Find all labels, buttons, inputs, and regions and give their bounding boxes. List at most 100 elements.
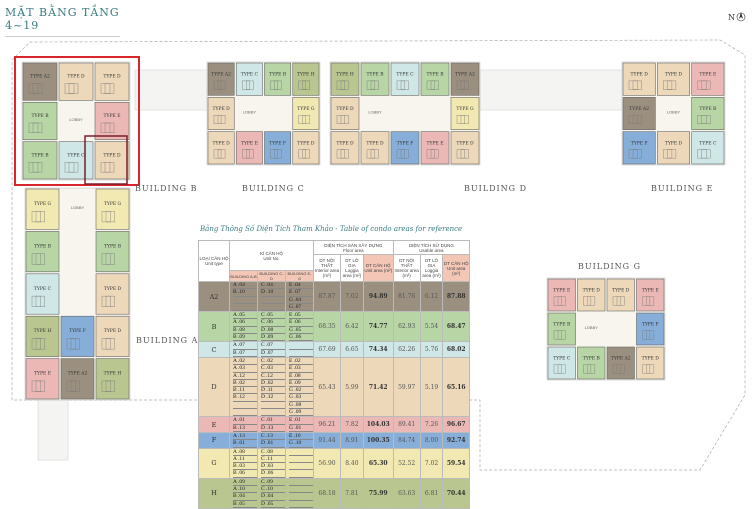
unit-type-h: TYPE H xyxy=(25,315,60,357)
unit-no: D .05 xyxy=(261,501,285,508)
unit-type-cell: D xyxy=(198,356,230,418)
usable-unit-area: 96.67 xyxy=(442,416,470,433)
unit-type-d: TYPE D xyxy=(577,278,606,312)
svg-text:TYPE D: TYPE D xyxy=(67,74,85,80)
interior-area: 91.44 xyxy=(313,431,341,449)
unit-no xyxy=(289,486,313,494)
usable-unit-area: 70.44 xyxy=(442,477,470,509)
usable-unit-area: 68.02 xyxy=(442,341,470,358)
usable-interior-area: 63.63 xyxy=(392,477,421,509)
unit-no: B .05 xyxy=(233,501,257,508)
header-loggia-usable: DT LÔ GIA Loggia area (m²) xyxy=(419,254,444,282)
unit-type-f: TYPE F xyxy=(390,131,420,165)
loggia-area: 7.81 xyxy=(340,477,364,509)
unit-type-h: TYPE H xyxy=(330,62,360,96)
svg-text:TYPE D: TYPE D xyxy=(366,140,384,146)
unit-type-b: TYPE B xyxy=(22,141,58,180)
unit-type-e: TYPE E xyxy=(235,131,263,165)
svg-text:TYPE D: TYPE D xyxy=(631,72,649,78)
unit-type-c: TYPE C xyxy=(25,273,60,315)
unit-no: B .03 xyxy=(233,463,257,471)
unit-area: 71.42 xyxy=(362,356,394,418)
unit-no: D .11 xyxy=(261,387,285,395)
unit-no: C .09 xyxy=(261,479,285,487)
unit-type-f: TYPE F xyxy=(264,131,292,165)
lobby-label: LOBBY xyxy=(243,110,257,115)
unit-no: C .02 xyxy=(261,358,285,366)
unit-type-g: TYPE G xyxy=(450,97,480,130)
unit-type-a2: TYPE A2 xyxy=(60,358,95,400)
building-c-label: BUILDING C xyxy=(242,184,305,193)
unit-no-cell-eg xyxy=(285,477,314,509)
unit-no xyxy=(261,409,285,417)
lobby-label: LOBBY xyxy=(585,325,599,330)
unit-type-d: TYPE D xyxy=(292,131,320,165)
header-interior-usable: DT NỘI THẤT Interior area (m²) xyxy=(392,254,421,282)
unit-type-e: TYPE E xyxy=(25,358,60,400)
unit-no: D .12 xyxy=(261,394,285,402)
unit-type-d: TYPE D xyxy=(360,131,390,165)
interior-area: 87.87 xyxy=(313,280,341,313)
unit-no xyxy=(233,304,257,312)
usable-interior-area: 52.52 xyxy=(392,447,421,479)
unit-area: 100.35 xyxy=(362,431,394,449)
unit-no: B .06 xyxy=(233,470,257,478)
unit-no: A .03 xyxy=(233,365,257,373)
unit-no: D .07 xyxy=(261,350,285,357)
usable-loggia-area: 8.00 xyxy=(419,431,444,449)
building-b-label: BUILDING B xyxy=(135,184,198,193)
unit-type-f: TYPE F xyxy=(60,315,95,357)
unit-type-c: TYPE C xyxy=(547,346,576,380)
unit-no: A .09 xyxy=(233,479,257,487)
svg-text:TYPE A2: TYPE A2 xyxy=(455,72,475,78)
svg-text:TYPE D: TYPE D xyxy=(297,140,315,146)
unit-no-cell-eg xyxy=(285,341,314,358)
header-building-ab: BUILDING A-B xyxy=(229,270,258,282)
north-arrow-icon xyxy=(736,12,746,22)
unit-type-b: TYPE B xyxy=(95,231,130,273)
header-interior: DT NỘI THẤT Interior area (m²) xyxy=(313,254,341,282)
unit-type-b: TYPE B xyxy=(691,97,725,130)
usable-unit-area: 87.88 xyxy=(442,280,470,313)
unit-no: G .06 xyxy=(289,334,313,342)
svg-text:TYPE H: TYPE H xyxy=(336,72,354,78)
unit-no: A .10 xyxy=(233,486,257,494)
unit-no: A .02 xyxy=(233,358,257,366)
svg-text:TYPE D: TYPE D xyxy=(212,106,230,112)
unit-type-b: TYPE B xyxy=(25,231,60,273)
svg-text:TYPE D: TYPE D xyxy=(612,288,630,294)
unit-type-e: TYPE E xyxy=(691,62,725,96)
interior-area: 96.21 xyxy=(313,416,341,433)
usable-loggia-area: 7.26 xyxy=(419,416,444,433)
unit-area: 74.77 xyxy=(362,311,394,343)
unit-no: G .08 xyxy=(289,402,313,410)
unit-type-d: TYPE D xyxy=(657,62,690,96)
north-label: N xyxy=(728,13,735,22)
unit-no: B .12 xyxy=(233,394,257,402)
usable-unit-area: 59.54 xyxy=(442,447,470,479)
walkway-a xyxy=(37,399,69,461)
svg-text:TYPE D: TYPE D xyxy=(583,288,601,294)
building-g-label: BUILDING G xyxy=(578,262,641,271)
unit-no: C .01 xyxy=(261,417,285,425)
svg-text:TYPE A2: TYPE A2 xyxy=(611,356,631,362)
unit-type-a2: TYPE A2 xyxy=(450,62,480,96)
svg-text:TYPE B: TYPE B xyxy=(104,243,122,249)
loggia-area: 5.99 xyxy=(340,356,364,418)
unit-type-a2: TYPE A2 xyxy=(207,62,235,96)
unit-type-g: TYPE G xyxy=(95,188,130,230)
unit-type-d: TYPE D xyxy=(94,141,130,180)
unit-type-a2: TYPE A2 xyxy=(606,346,635,380)
unit-no: E .03 xyxy=(289,365,313,373)
unit-type-cell: H xyxy=(198,477,230,509)
unit-area: 94.89 xyxy=(362,280,394,313)
unit-type-b: TYPE B xyxy=(547,312,576,346)
